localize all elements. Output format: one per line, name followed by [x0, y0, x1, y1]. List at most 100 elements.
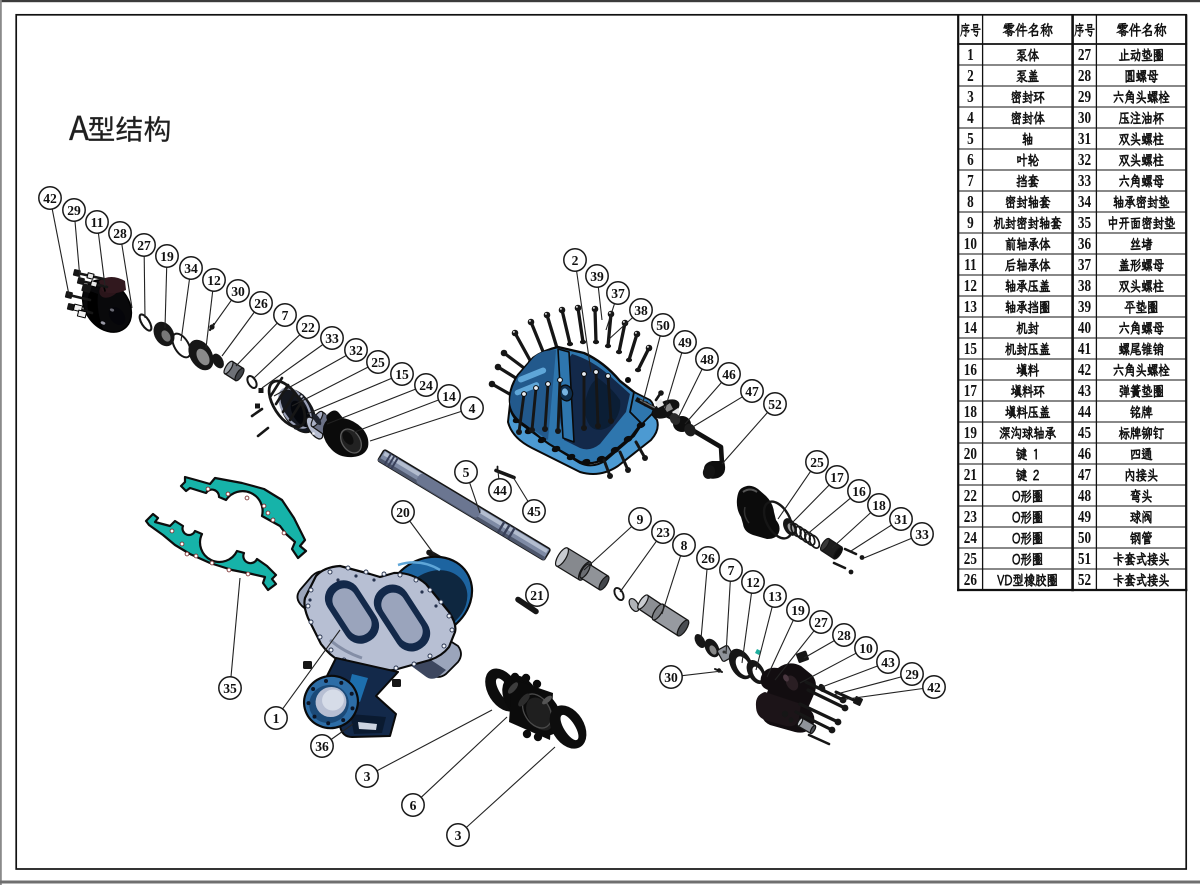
svg-text:21: 21 [964, 467, 977, 485]
svg-text:49: 49 [1078, 509, 1091, 527]
svg-text:16: 16 [964, 362, 978, 380]
svg-text:3: 3 [364, 769, 371, 784]
svg-text:38: 38 [1078, 278, 1091, 296]
svg-text:12: 12 [964, 278, 977, 296]
svg-text:27: 27 [814, 615, 828, 630]
svg-text:37: 37 [1078, 257, 1092, 275]
svg-text:26: 26 [701, 551, 715, 566]
svg-text:31: 31 [1078, 131, 1091, 149]
svg-text:49: 49 [678, 335, 692, 350]
svg-text:2: 2 [572, 253, 579, 268]
svg-text:15: 15 [395, 367, 409, 382]
svg-text:23: 23 [964, 509, 977, 527]
svg-text:22: 22 [964, 488, 977, 506]
svg-text:32: 32 [1078, 152, 1091, 170]
svg-text:10: 10 [964, 236, 977, 254]
svg-text:19: 19 [160, 249, 174, 264]
svg-text:8: 8 [681, 538, 688, 553]
svg-text:27: 27 [1078, 47, 1092, 65]
svg-text:6: 6 [967, 152, 974, 170]
svg-text:35: 35 [223, 681, 237, 696]
svg-text:25: 25 [964, 551, 977, 569]
svg-text:9: 9 [967, 215, 974, 233]
svg-text:40: 40 [1078, 320, 1091, 338]
svg-text:25: 25 [810, 455, 824, 470]
svg-text:1: 1 [273, 711, 280, 726]
svg-text:1: 1 [967, 47, 974, 65]
svg-text:16: 16 [852, 484, 866, 499]
svg-text:9: 9 [637, 512, 644, 527]
svg-text:39: 39 [590, 269, 604, 284]
svg-text:11: 11 [91, 215, 104, 230]
svg-text:24: 24 [419, 378, 433, 393]
svg-text:28: 28 [1078, 68, 1091, 86]
svg-text:31: 31 [894, 512, 908, 527]
svg-text:36: 36 [1078, 236, 1092, 254]
svg-text:50: 50 [656, 318, 670, 333]
svg-text:5: 5 [967, 131, 974, 149]
svg-text:43: 43 [881, 655, 895, 670]
svg-text:52: 52 [1078, 572, 1091, 590]
svg-text:4: 4 [469, 401, 476, 416]
svg-text:7: 7 [728, 563, 735, 578]
svg-text:28: 28 [113, 226, 127, 241]
svg-text:29: 29 [1078, 89, 1091, 107]
svg-text:45: 45 [1078, 425, 1091, 443]
svg-text:36: 36 [315, 739, 329, 754]
svg-text:47: 47 [1078, 467, 1092, 485]
svg-text:46: 46 [722, 367, 736, 382]
svg-text:43: 43 [1078, 383, 1091, 401]
svg-text:42: 42 [927, 680, 941, 695]
svg-text:47: 47 [745, 384, 759, 399]
svg-text:28: 28 [837, 628, 851, 643]
svg-text:8: 8 [967, 194, 974, 212]
svg-text:24: 24 [964, 530, 978, 548]
svg-text:51: 51 [1078, 551, 1091, 569]
svg-text:34: 34 [184, 261, 198, 276]
svg-text:44: 44 [493, 483, 507, 498]
svg-text:33: 33 [325, 331, 339, 346]
svg-text:14: 14 [442, 389, 456, 404]
svg-text:7: 7 [282, 308, 289, 323]
svg-text:41: 41 [1078, 341, 1091, 359]
svg-text:42: 42 [1078, 362, 1091, 380]
svg-text:35: 35 [1078, 215, 1091, 233]
svg-text:42: 42 [43, 191, 57, 206]
svg-text:29: 29 [67, 203, 81, 218]
svg-text:11: 11 [964, 257, 976, 275]
svg-text:21: 21 [530, 588, 544, 603]
svg-text:52: 52 [768, 397, 782, 412]
svg-text:12: 12 [207, 273, 221, 288]
svg-text:34: 34 [1078, 194, 1092, 212]
svg-text:32: 32 [349, 343, 363, 358]
svg-text:29: 29 [905, 667, 919, 682]
svg-text:18: 18 [872, 498, 886, 513]
svg-text:7: 7 [967, 173, 974, 191]
svg-text:3: 3 [455, 828, 462, 843]
svg-text:30: 30 [1078, 110, 1091, 128]
svg-text:26: 26 [964, 572, 978, 590]
svg-text:14: 14 [964, 320, 978, 338]
svg-text:2: 2 [967, 68, 974, 86]
svg-text:50: 50 [1078, 530, 1091, 548]
svg-text:26: 26 [254, 296, 268, 311]
svg-text:18: 18 [964, 404, 977, 422]
svg-text:48: 48 [1078, 488, 1091, 506]
svg-text:6: 6 [410, 798, 417, 813]
svg-text:22: 22 [301, 320, 315, 335]
svg-text:23: 23 [656, 525, 670, 540]
svg-text:4: 4 [967, 110, 974, 128]
svg-text:13: 13 [964, 299, 977, 317]
svg-text:19: 19 [791, 603, 805, 618]
svg-text:48: 48 [700, 352, 714, 367]
svg-text:20: 20 [396, 505, 410, 520]
svg-text:27: 27 [137, 238, 151, 253]
svg-text:33: 33 [915, 527, 929, 542]
svg-text:10: 10 [859, 641, 873, 656]
svg-text:3: 3 [967, 89, 974, 107]
svg-text:15: 15 [964, 341, 977, 359]
svg-text:45: 45 [527, 504, 541, 519]
svg-text:37: 37 [611, 286, 625, 301]
svg-text:33: 33 [1078, 173, 1091, 191]
svg-text:39: 39 [1078, 299, 1091, 317]
